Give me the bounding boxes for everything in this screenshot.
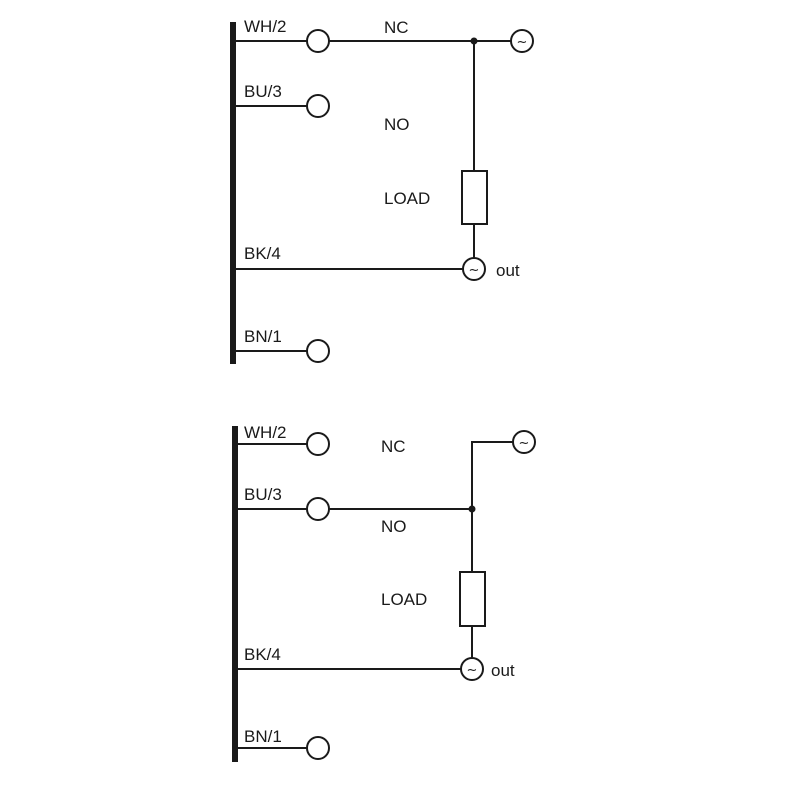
label-no-1: NO	[384, 115, 410, 134]
out-terminal-2	[460, 657, 484, 681]
terminal-wh-2	[306, 432, 330, 456]
load-resistor-1	[461, 170, 488, 225]
label-nc-2: NC	[381, 437, 406, 456]
supply-line-2	[471, 441, 513, 509]
label-bk-1: BK/4	[244, 244, 281, 263]
supply-terminal-2	[512, 430, 536, 454]
ac-symbol-out-1: ~	[469, 263, 480, 278]
terminal-bu-2	[306, 497, 330, 521]
terminal-wh-1	[306, 29, 330, 53]
terminal-bn-2	[306, 736, 330, 760]
terminal-bn-1	[306, 339, 330, 363]
label-nc-1: NC	[384, 18, 409, 37]
label-out-2: out	[491, 661, 515, 680]
diagram-2: WH/2 BU/3 BK/4 BN/1 ~ ~ NC NO LOAD out	[232, 423, 536, 762]
label-out-1: out	[496, 261, 520, 280]
label-load-1: LOAD	[384, 189, 430, 208]
label-bu-2: BU/3	[244, 485, 282, 504]
label-wh-1: WH/2	[244, 17, 287, 36]
label-bn-2: BN/1	[244, 727, 282, 746]
terminal-bu-1	[306, 94, 330, 118]
label-bn-1: BN/1	[244, 327, 282, 346]
label-load-2: LOAD	[381, 590, 427, 609]
supply-terminal-1	[510, 29, 534, 53]
label-bu-1: BU/3	[244, 82, 282, 101]
label-no-2: NO	[381, 517, 407, 536]
ac-symbol-out-2: ~	[467, 663, 478, 678]
label-wh-2: WH/2	[244, 423, 287, 442]
label-bk-2: BK/4	[244, 645, 281, 664]
out-terminal-1	[462, 257, 486, 281]
load-resistor-2	[459, 571, 486, 627]
ac-symbol-supply-2: ~	[519, 436, 530, 451]
ac-symbol-supply-1: ~	[517, 35, 528, 50]
diagram-1: WH/2 BU/3 BK/4 BN/1 ~ ~ NC NO LOAD out	[230, 17, 534, 364]
